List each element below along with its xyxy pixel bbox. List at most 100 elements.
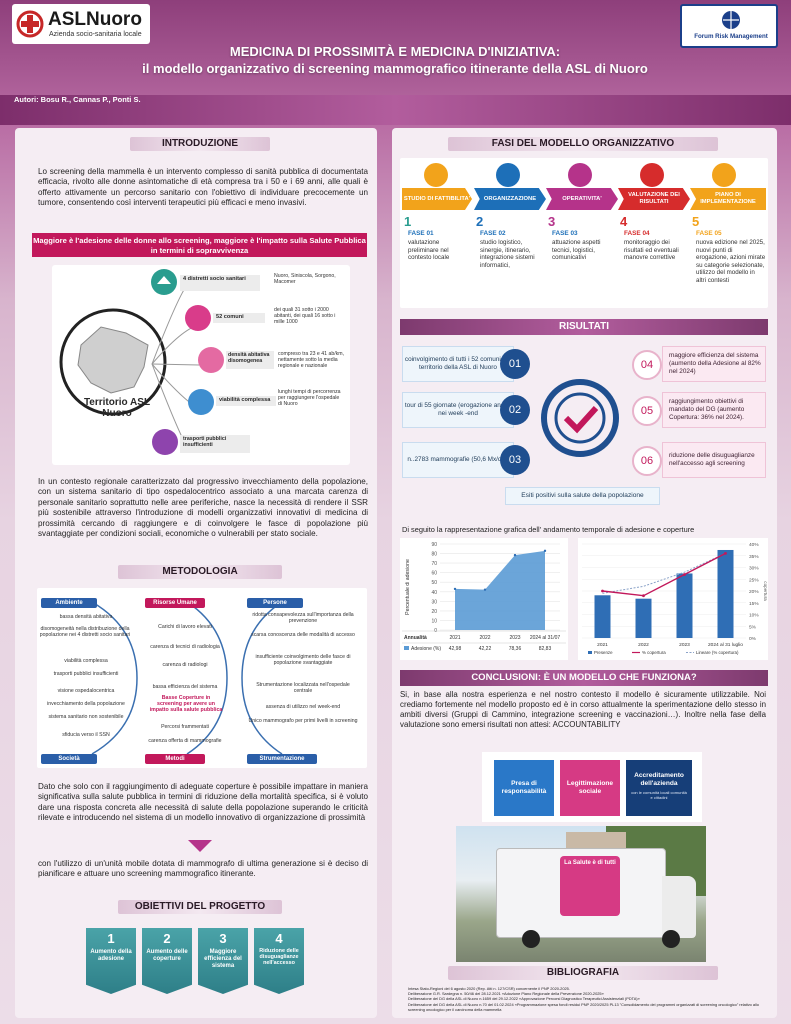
card-accreditation: Accreditamento dell'azienda con le comun… xyxy=(626,760,692,816)
frm-logo-text: Forum Risk Management xyxy=(694,33,768,40)
left-cause-7: sistema sanitario non sostenibile xyxy=(48,714,124,720)
check-target-icon xyxy=(541,379,619,457)
density-icon xyxy=(198,347,224,373)
y-tick-label: 40 xyxy=(431,590,437,596)
y-tick-label: 50 xyxy=(431,580,437,586)
x-tick-label: 2023 xyxy=(509,635,520,641)
left-cause-4: trasporti pubblici insufficienti xyxy=(53,671,119,677)
objective-text-1: Aumento della adesione xyxy=(90,949,132,962)
phase-title-4: FASE 04 xyxy=(624,230,650,237)
y-right-tick-label: 40% xyxy=(749,542,759,548)
map-label-2: Nuoro xyxy=(102,408,132,419)
fishbone-diagram: Ambiente Risorse Umane Persone Società M… xyxy=(37,588,367,768)
y-right-tick-label: 5% xyxy=(749,624,757,630)
x-tick-label: 2022 xyxy=(638,642,649,648)
logo-sub: Azienda socio-sanitaria locale xyxy=(49,31,142,38)
card-accreditation-title: Accreditamento dell'azienda xyxy=(634,772,684,787)
asl-logo: ASLNuoro Azienda socio-sanitaria locale xyxy=(12,4,150,44)
objective-num-1: 1 xyxy=(107,931,115,946)
legend-label: Presenze xyxy=(594,650,613,655)
intro-text: Lo screening della mammella è un interve… xyxy=(38,167,368,208)
phase-num-2: 2 xyxy=(476,214,484,229)
legend-label: Lineare (% copertura) xyxy=(696,650,739,655)
bib-item: Deliberazione del DG della ASL di Nuoro … xyxy=(408,996,640,1002)
result-num-2: 02 xyxy=(500,395,530,425)
presenze-bar xyxy=(676,573,693,638)
coverage-point xyxy=(642,594,645,598)
logo-main: ASLNuoro xyxy=(48,9,142,30)
step-5: PIANO DI IMPLEMENTAZIONE xyxy=(690,188,766,210)
conclusions-text: Si, in base alla nostra esperienza e nel… xyxy=(400,690,766,729)
cat-strumentazione: Strumentazione xyxy=(247,754,317,764)
y-tick-label: 90 xyxy=(431,542,437,548)
result-box-4: maggiore efficienza del sistema (aumento… xyxy=(662,346,766,382)
mid-cause-2: carenza di tecnici di radiologia xyxy=(150,644,220,650)
home-icon xyxy=(151,269,177,295)
data-label: 42,22 xyxy=(479,646,492,652)
y-tick-label: 30 xyxy=(431,599,437,605)
cross-icon xyxy=(16,10,44,38)
phase-desc-1: valutazione preliminare nel contesto loc… xyxy=(408,239,450,262)
result-num-6: 06 xyxy=(632,446,662,476)
result-box-2: tour di 55 giornate (erogazione anche ne… xyxy=(402,392,514,428)
adhesion-point xyxy=(483,588,487,591)
bulb-icon xyxy=(424,163,448,187)
intro-banner: Maggiore è l'adesione delle donne allo s… xyxy=(32,233,367,257)
data-label: 78,36 xyxy=(509,646,522,652)
fishbone-lines xyxy=(91,601,283,755)
left-cause-1: bassa densità abitativa xyxy=(59,614,113,620)
method-heading: METODOLOGIA xyxy=(118,565,282,579)
territory-map-icon xyxy=(59,308,167,416)
authors: Autori: Bosu R., Cannas P., Ponti S. xyxy=(14,95,141,104)
y-right-tick-label: 0% xyxy=(749,636,757,642)
globe-icon xyxy=(722,11,740,29)
bib-item: Deliberazione G.R. Sardegna n. 50/46 del… xyxy=(408,991,604,997)
left-cause-8: sfiducia verso il SSN xyxy=(62,732,110,738)
phase-desc-2: studio logistico, sinergie, itinerario, … xyxy=(480,239,535,269)
intro-heading: INTRODUZIONE xyxy=(130,137,270,151)
left-cause-5: visione ospedalocentrica xyxy=(57,688,115,694)
card-responsibility: Presa di responsabilità xyxy=(494,760,554,816)
x-tick-label: 2023 xyxy=(679,642,690,648)
trend-caption: Di seguito la rappresentazione grafica d… xyxy=(402,525,695,534)
x-tick-label: 2024 al 31 luglio xyxy=(708,642,743,648)
y-right-axis-title: copertura xyxy=(763,581,768,601)
objective-card-4: 4 Riduzione delle disuguaglianze nell'ac… xyxy=(254,928,304,994)
team-icon xyxy=(568,163,592,187)
card-accreditation-sub: con le comunità locali comunità e cittad… xyxy=(631,790,687,800)
result-box-3: n..2783 mammografie (50,6 Mx/die) xyxy=(402,442,514,478)
phase-icons xyxy=(424,163,736,187)
objective-card-3: 3 Maggiore efficienza del sistema xyxy=(198,928,248,994)
truck-cab xyxy=(662,876,696,938)
y-tick-label: 20 xyxy=(431,609,437,615)
intro-text-2: In un contesto regionale caratterizzato … xyxy=(38,477,368,539)
mobile-unit-photo: La Salute è di tutti xyxy=(456,826,706,962)
bibliography-list: Intesa Stato-Regioni del 6 agosto 2020 (… xyxy=(408,986,766,1012)
y-axis-title: Percentuale di adesione xyxy=(405,559,411,615)
results-bar xyxy=(400,319,768,335)
legend-label: % copertura xyxy=(642,650,666,655)
result-num-5: 05 xyxy=(632,396,662,426)
right-cause-3: insufficiente coinvolgimento delle fasce… xyxy=(255,654,351,667)
phase-num-3: 3 xyxy=(548,214,556,229)
card-legitimation: Legittimazione sociale xyxy=(560,760,620,816)
phase-desc-3: attuazione aspetti tecnici, logistici, c… xyxy=(552,239,601,262)
table-header: Annualità xyxy=(404,635,427,641)
org-icon xyxy=(496,163,520,187)
adhesion-area xyxy=(455,550,545,630)
result-box-5: raggiungimento obiettivi di mandato del … xyxy=(662,392,766,428)
biblio-heading: BIBLIOGRAFIA xyxy=(448,966,718,980)
objectives-heading: OBIETTIVI DEL PROGETTO xyxy=(118,900,282,914)
table-row-label: Adesione (%) xyxy=(411,646,441,652)
step-1: STUDIO DI FATTIBILITA' xyxy=(402,188,472,210)
y-right-tick-label: 10% xyxy=(749,613,759,619)
people-icon xyxy=(185,305,211,331)
adhesion-point xyxy=(513,553,517,557)
wheel-icon xyxy=(662,930,680,948)
objective-text-2: Aumento delle coperture xyxy=(146,949,188,962)
step-2: ORGANIZZAZIONE xyxy=(474,188,546,210)
adhesion-point xyxy=(453,587,457,591)
item-desc-4: lunghi tempi di percorrenza per raggiung… xyxy=(278,389,341,408)
result-box-6: riduzione delle disuguaglianze nell'acce… xyxy=(662,442,766,478)
presenze-bar xyxy=(717,549,734,638)
